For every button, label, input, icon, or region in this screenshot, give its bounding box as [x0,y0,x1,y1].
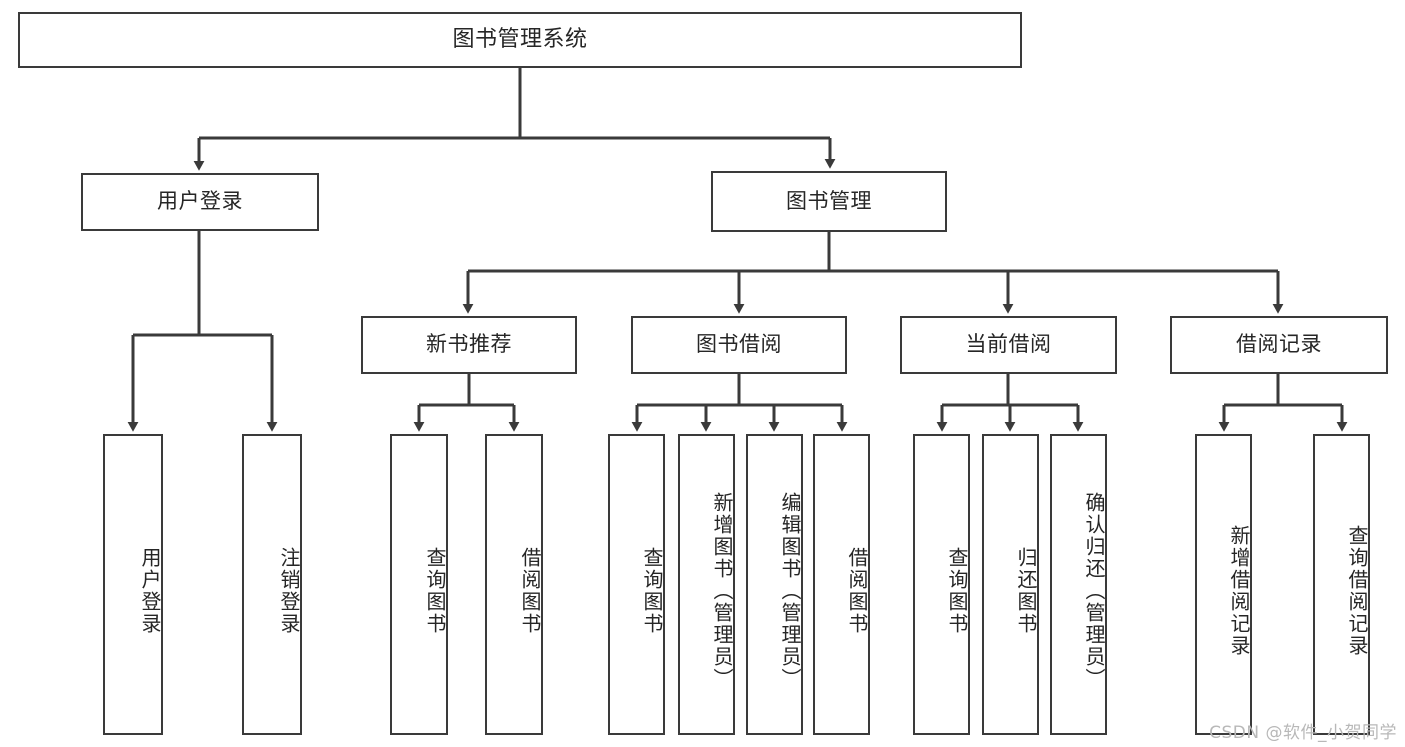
node-label: 查询图书 [423,546,447,635]
node-label: 图书借阅 [696,332,782,357]
leaf-logout[interactable]: 注销登录 [242,434,302,735]
node-label: 新增图书（管理员） [710,491,734,690]
leaf-edit-book-admin[interactable]: 编辑图书（管理员） [746,434,803,735]
csdn-watermark: CSDN @软件_小贺同学 [1209,723,1397,743]
node-root-book-management-system[interactable]: 图书管理系统 [18,12,1022,68]
leaf-query-borrow-record[interactable]: 查询借阅记录 [1313,434,1370,735]
node-label: 借阅图书 [845,546,869,635]
leaf-query-book-under-borrowing[interactable]: 查询图书 [608,434,665,735]
leaf-query-book-under-current[interactable]: 查询图书 [913,434,970,735]
node-label: 图书管理 [786,188,872,213]
node-borrow-records[interactable]: 借阅记录 [1170,316,1388,374]
node-label: 编辑图书（管理员） [778,491,802,690]
node-label: 查询图书 [640,546,664,635]
node-label: 新书推荐 [426,332,512,357]
node-label: 用户登录 [157,189,243,214]
leaf-confirm-return-admin[interactable]: 确认归还（管理员） [1050,434,1107,735]
leaf-return-book[interactable]: 归还图书 [982,434,1039,735]
node-new-book-recommendation[interactable]: 新书推荐 [361,316,577,374]
leaf-add-book-admin[interactable]: 新增图书（管理员） [678,434,735,735]
node-book-borrowing[interactable]: 图书借阅 [631,316,847,374]
node-label: 图书管理系统 [452,26,588,52]
node-label: 借阅记录 [1236,332,1322,357]
node-user-login[interactable]: 用户登录 [81,173,319,231]
node-label: 查询借阅记录 [1345,524,1369,657]
leaf-query-book-under-recommendation[interactable]: 查询图书 [390,434,448,735]
node-label: 注销登录 [277,546,301,635]
node-book-management[interactable]: 图书管理 [711,171,947,232]
node-label: 查询图书 [945,546,969,635]
leaf-add-borrow-record[interactable]: 新增借阅记录 [1195,434,1252,735]
node-label: 借阅图书 [518,546,542,635]
node-label: 新增借阅记录 [1227,524,1251,657]
node-label: 用户登录 [138,546,162,635]
leaf-borrow-book-under-recommendation[interactable]: 借阅图书 [485,434,543,735]
node-label: 确认归还（管理员） [1082,491,1106,690]
node-label: 当前借阅 [965,332,1052,357]
leaf-user-login[interactable]: 用户登录 [103,434,163,735]
node-label: 归还图书 [1014,546,1038,635]
node-current-borrowing[interactable]: 当前借阅 [900,316,1117,374]
leaf-borrow-book-under-borrowing[interactable]: 借阅图书 [813,434,870,735]
